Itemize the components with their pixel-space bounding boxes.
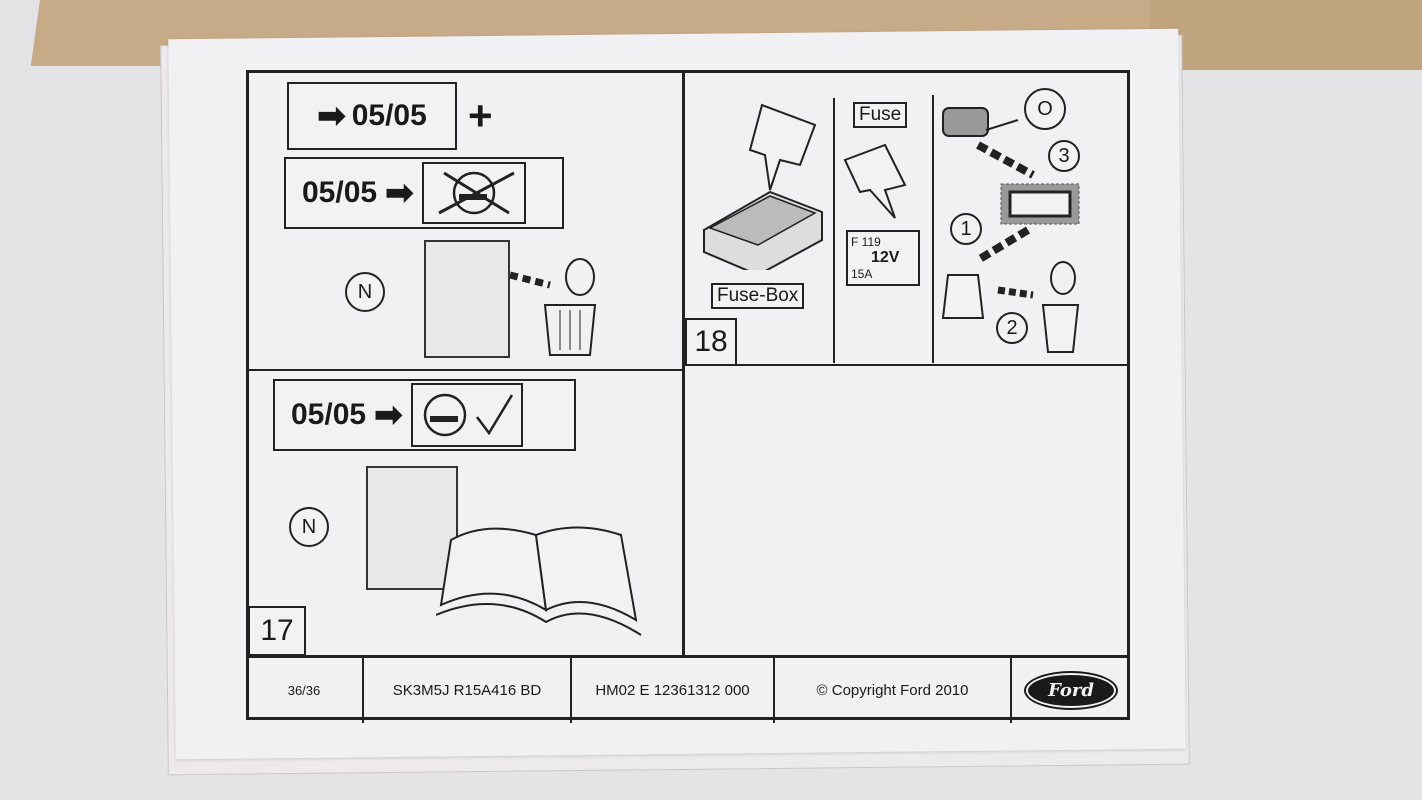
divider: [932, 95, 934, 363]
ford-logo-text: Ford: [1024, 671, 1118, 710]
cigarette-lighter-crossed-icon: [421, 162, 526, 224]
callout-2: 2: [996, 312, 1028, 344]
trash-bin-icon: [510, 258, 597, 356]
cigarette-lighter-check-icon: [410, 383, 523, 447]
page-number: 36/36: [246, 658, 364, 723]
right-divider: [684, 364, 1128, 366]
manual-sheet-illustration: [424, 240, 510, 358]
copyright: © Copyright Ford 2010: [775, 658, 1012, 723]
fuse-voltage: 12V: [871, 249, 900, 266]
fuse-spec-box: F 119 12V 15A: [846, 230, 920, 286]
fuse-location-icon: [843, 143, 907, 219]
left-divider: [248, 369, 682, 371]
step-box-keep-lighter: 05/05 ➡: [273, 379, 576, 451]
fuse-amps: 15A: [851, 267, 873, 281]
callout-o: O: [1024, 88, 1066, 130]
date-text: 05/05: [351, 99, 427, 132]
right-arrow-icon: ➡: [317, 97, 346, 135]
fuse-id: F 119: [851, 235, 881, 249]
open-manual-icon: [436, 526, 642, 636]
callout-n: N: [345, 272, 385, 312]
cardboard-box-edge: [1150, 0, 1422, 70]
callout-1: 1: [950, 213, 982, 245]
step-number: 17: [248, 606, 306, 656]
fuse-replace-illustration: [941, 107, 1080, 353]
part-number: SK3M5J R15A416 BD: [364, 658, 572, 723]
step-box-remove-lighter: 05/05 ➡: [284, 157, 564, 229]
right-arrow-icon: ➡: [385, 174, 414, 212]
ford-logo: Ford: [1012, 658, 1130, 723]
vertical-divider: [682, 72, 685, 656]
fuse-label: Fuse: [853, 102, 908, 128]
date-text: 05/05: [302, 176, 378, 209]
fuse-box-label: Fuse-Box: [711, 283, 805, 309]
callout-n: N: [289, 507, 329, 547]
step-box-date-plus: ➡ 05/05: [287, 82, 457, 150]
date-text: 05/05: [291, 398, 367, 431]
manual-sheet-illustration: [366, 466, 458, 590]
document-number: HM02 E 12361312 000: [572, 658, 775, 723]
footer-bar: 36/36 SK3M5J R15A416 BD HM02 E 12361312 …: [246, 655, 1130, 723]
fuse-box-icon: [703, 103, 823, 270]
right-arrow-icon: ➡: [374, 396, 403, 434]
plus-sign: +: [468, 92, 493, 139]
divider: [833, 98, 835, 363]
step-number: 18: [685, 318, 737, 366]
callout-3: 3: [1048, 140, 1080, 172]
instruction-frame: [246, 70, 1130, 720]
